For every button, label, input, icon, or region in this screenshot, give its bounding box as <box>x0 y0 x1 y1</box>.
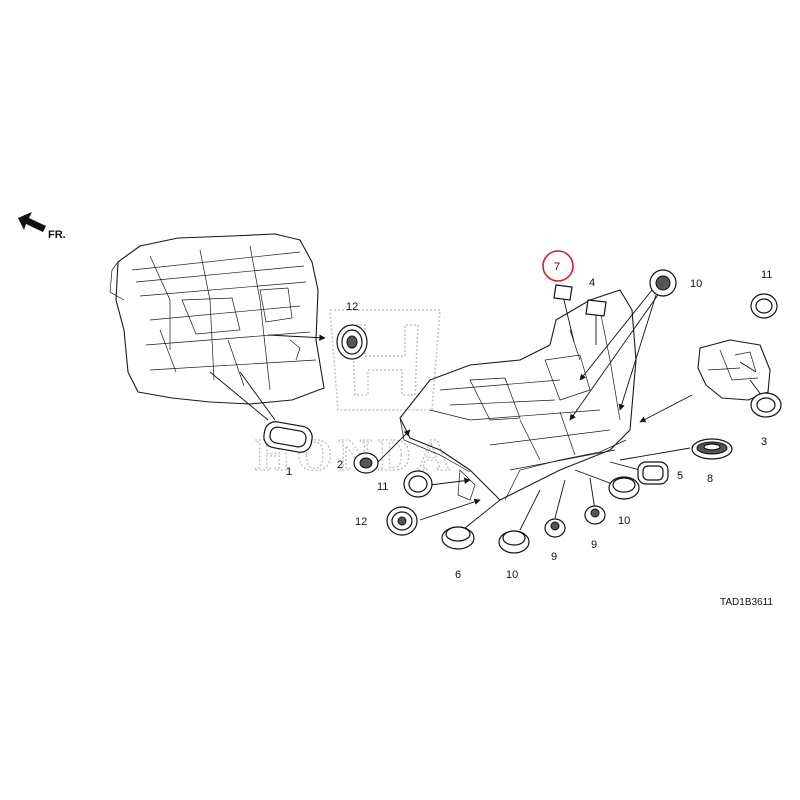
callout-1: 1 <box>286 466 292 478</box>
part-10-lower-right[interactable] <box>608 476 640 500</box>
front-direction-indicator: FR. <box>18 212 66 241</box>
part-1-seal[interactable] <box>262 420 314 454</box>
callout-10-lower-right: 10 <box>618 515 630 527</box>
part-2-grommet[interactable] <box>353 452 379 474</box>
part-5-seal[interactable] <box>637 461 669 485</box>
diagram-code: TAD1B3611 <box>720 597 773 608</box>
part-10-upper[interactable] <box>649 269 677 297</box>
part-7-pad[interactable] <box>553 284 573 301</box>
callout-5: 5 <box>677 470 683 482</box>
callout-12-upper: 12 <box>346 301 358 313</box>
part-12-lower[interactable] <box>386 506 418 536</box>
callout-9-left: 9 <box>551 551 557 563</box>
callout-8: 8 <box>707 473 713 485</box>
callout-10-lower-left: 10 <box>506 569 518 581</box>
callout-12-lower: 12 <box>355 516 367 528</box>
callout-4: 4 <box>589 277 595 289</box>
callout-11-lower: 11 <box>377 481 388 493</box>
part-12-upper[interactable] <box>336 324 368 360</box>
part-3-grommet[interactable] <box>750 392 782 418</box>
leader-lines <box>209 289 766 531</box>
callout-10-upper: 10 <box>690 278 702 290</box>
callout-6: 6 <box>455 569 461 581</box>
part-9-right[interactable] <box>584 505 606 525</box>
callout-7: 7 <box>554 261 560 273</box>
honda-logo-mark <box>329 309 441 411</box>
callout-2: 2 <box>337 459 343 471</box>
rear-bracket-structure <box>697 339 771 401</box>
part-6-plug[interactable] <box>441 526 475 550</box>
part-10-lower-left[interactable] <box>498 530 530 554</box>
front-body-structure <box>109 233 325 405</box>
part-11-upper[interactable] <box>750 293 778 319</box>
callout-7-highlight-ring <box>542 250 574 282</box>
callout-3: 3 <box>761 436 767 448</box>
callout-11-upper: 11 <box>761 269 772 281</box>
callout-9-right: 9 <box>591 539 597 551</box>
front-arrow-icon <box>18 212 46 232</box>
front-direction-label: FR. <box>48 229 66 241</box>
part-8-plug[interactable] <box>691 438 733 460</box>
part-11-lower[interactable] <box>403 470 433 498</box>
callout-labels: 12 1 2 11 12 6 10 9 9 10 5 8 10 11 3 7 4 <box>286 261 772 581</box>
part-4-pad[interactable] <box>585 299 607 317</box>
part-9-left[interactable] <box>544 518 566 538</box>
